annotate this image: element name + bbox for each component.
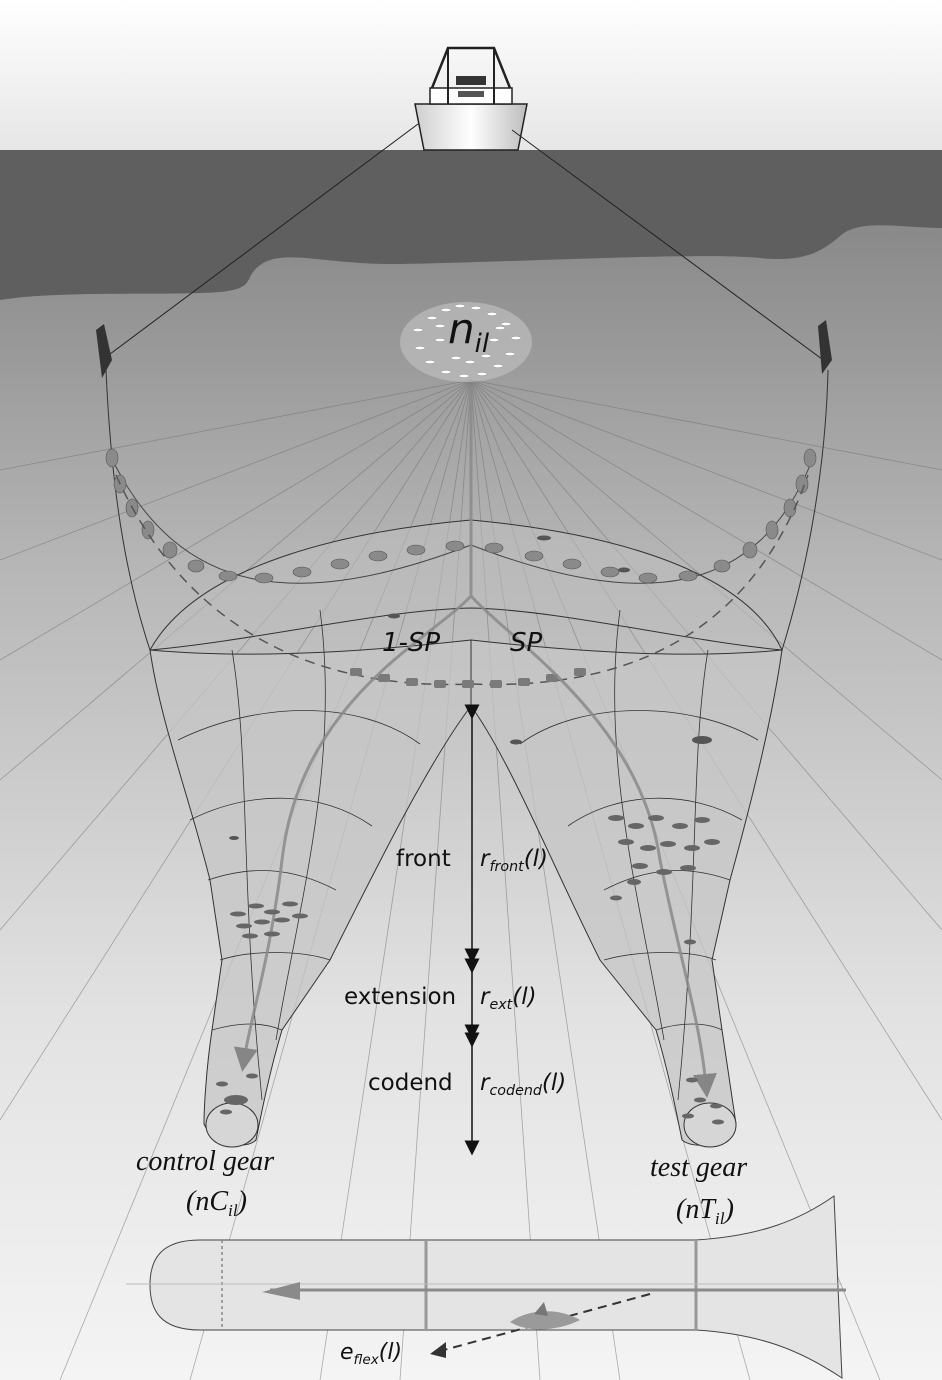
section-extension-label: extension <box>344 984 456 1010</box>
section-codend-label: codend <box>368 1070 453 1096</box>
retention-extension-label: rext(l) <box>480 984 537 1013</box>
test-gear-label: test gear <box>650 1152 747 1184</box>
test-codend-opening <box>684 1103 736 1147</box>
control-codend-opening <box>206 1103 258 1147</box>
escape-flex-label: eflex(l) <box>340 1340 402 1368</box>
section-front-label: front <box>396 846 451 872</box>
control-gear-label: control gear <box>136 1146 274 1178</box>
split-label-control: 1-SP <box>382 628 440 658</box>
split-label-test: SP <box>510 628 542 658</box>
source-population-label: nil <box>448 306 489 367</box>
test-gear-count: (nTil) <box>676 1194 734 1229</box>
control-gear-count: (nCil) <box>186 1186 247 1221</box>
retention-front-label: rfront(l) <box>480 846 548 875</box>
retention-codend-label: rcodend(l) <box>480 1070 566 1099</box>
